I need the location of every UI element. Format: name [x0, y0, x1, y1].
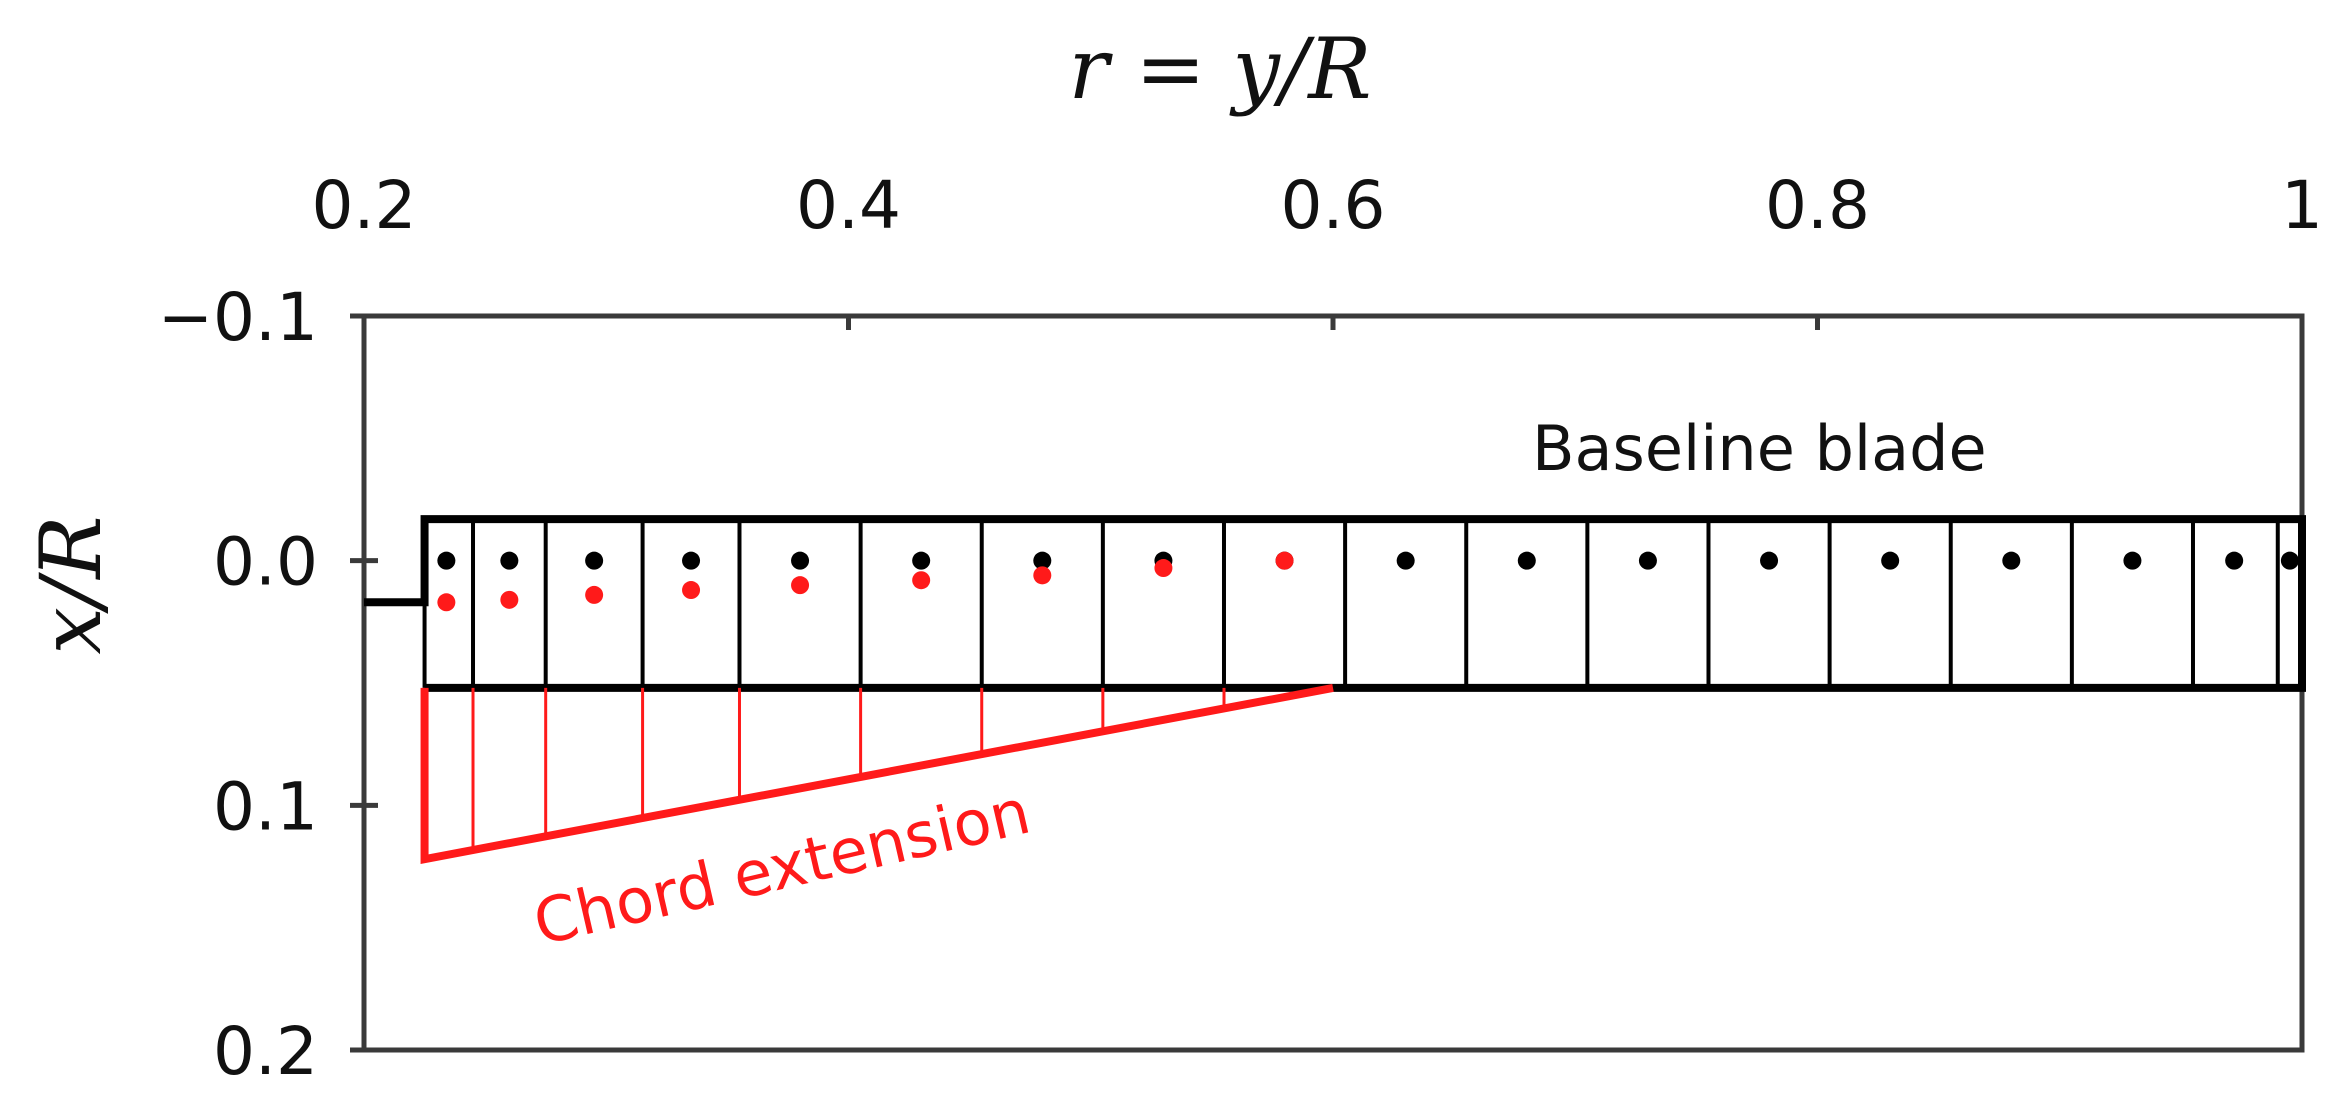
baseline-point — [2280, 551, 2299, 570]
chord-extension-outline — [420, 683, 1334, 864]
y-axis-title: x/R — [22, 516, 120, 655]
baseline-point — [585, 551, 604, 570]
x-tick-label: 1 — [2281, 167, 2323, 244]
baseline-point — [1517, 551, 1536, 570]
extension-point — [682, 581, 701, 600]
baseline-point — [1760, 551, 1779, 570]
chord-extension-label: Chord extension — [527, 775, 1037, 960]
extension-point — [500, 590, 519, 609]
extension-point — [585, 585, 604, 604]
y-tick-label: 0.1 — [213, 768, 318, 845]
baseline-point — [682, 551, 701, 570]
baseline-point — [912, 551, 931, 570]
y-tick-label: 0.2 — [213, 1013, 318, 1090]
baseline-blade-label: Baseline blade — [1532, 412, 1987, 485]
baseline-point — [1396, 551, 1415, 570]
x-tick-label: 0.6 — [1281, 167, 1386, 244]
baseline-point — [2123, 551, 2142, 570]
data-series — [437, 551, 2299, 612]
baseline-point — [437, 551, 456, 570]
extension-point — [1154, 559, 1173, 578]
extension-point — [1275, 551, 1294, 570]
plot-border — [361, 313, 2305, 1053]
x-tick-label: 0.4 — [796, 167, 901, 244]
extension-point — [437, 593, 456, 612]
chord-extension-boundary — [420, 683, 1334, 864]
y-tick-label: −0.1 — [158, 279, 318, 356]
baseline-point — [2002, 551, 2021, 570]
extension-point — [1033, 566, 1052, 585]
y-tick-label: 0.0 — [213, 524, 318, 601]
baseline-point — [500, 551, 519, 570]
extension-point — [791, 576, 810, 595]
baseline-point — [791, 551, 810, 570]
x-tick-label: 0.8 — [1765, 167, 1870, 244]
baseline-point — [1881, 551, 1900, 570]
baseline-point — [1638, 551, 1657, 570]
baseline-point — [1033, 551, 1052, 570]
x-axis-title: r = y/R — [1069, 20, 1372, 118]
axis-ticks: 0.2 0.4 0.6 0.8 1 −0.1 0.0 0.1 0.2 — [158, 167, 2323, 1090]
baseline-blade-outline — [364, 515, 2306, 692]
extension-point — [912, 571, 931, 590]
x-tick-label: 0.2 — [312, 167, 417, 244]
baseline-blade-boundary — [364, 515, 2306, 692]
baseline-point — [2225, 551, 2244, 570]
plot-frame — [361, 313, 2305, 1053]
